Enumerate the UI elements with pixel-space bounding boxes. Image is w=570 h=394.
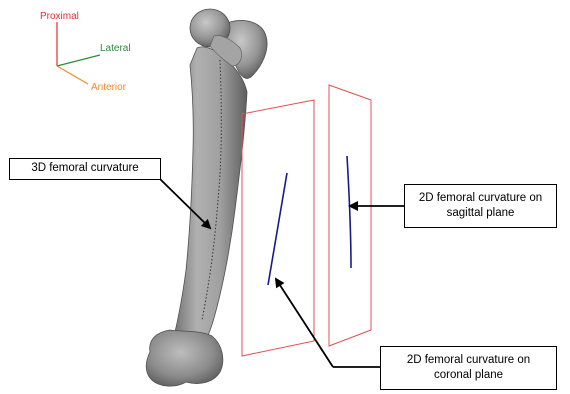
coronal-plane (242, 100, 314, 356)
callout-sagittal: 2D femoral curvature on sagittal plane (404, 184, 557, 228)
callout-coronal-line1: 2D femoral curvature on (381, 353, 556, 368)
orientation-axes: Proximal Lateral Anterior (40, 11, 131, 93)
proximal-label: Proximal (40, 11, 79, 22)
femoral-condyles (146, 330, 223, 386)
callout-sagittal-line1: 2D femoral curvature on (405, 191, 556, 206)
callout-coronal-line2: coronal plane (381, 368, 556, 383)
coronal-curvature-line (268, 173, 287, 285)
lateral-label: Lateral (100, 43, 131, 54)
callout-3d-curvature: 3D femoral curvature (9, 158, 161, 180)
lateral-axis (57, 55, 100, 66)
sagittal-curvature-line (347, 156, 351, 268)
callout-sagittal-line2: sagittal plane (405, 206, 556, 221)
callout-coronal: 2D femoral curvature on coronal plane (380, 346, 557, 390)
femur-bone (146, 9, 267, 386)
callout-3d-curvature-text: 3D femoral curvature (10, 159, 160, 178)
anterior-label: Anterior (91, 82, 127, 93)
arrow-coronal (276, 279, 333, 367)
anterior-axis (57, 66, 88, 84)
sagittal-plane (329, 85, 371, 346)
